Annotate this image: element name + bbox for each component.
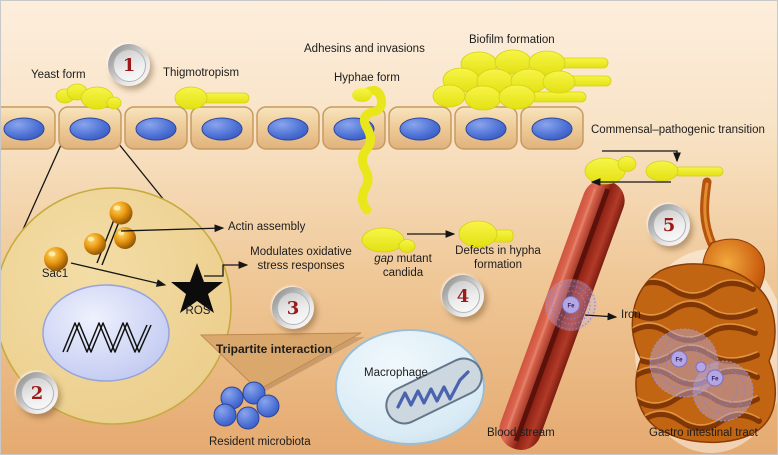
yeast-form-label: Yeast form: [31, 69, 86, 81]
gi-atoms-icon: Fe Fe: [649, 328, 754, 422]
hyphae-form-label: Hyphae form: [334, 72, 400, 84]
step-badge-1: 1: [108, 44, 150, 86]
step-badge-3: 3: [272, 287, 314, 329]
step-number-1: 1: [112, 48, 146, 82]
defects-label: Defects in hypha formation: [455, 245, 541, 271]
gi-tract-icon: Fe Fe: [631, 177, 777, 453]
fe-atom-label: Fe: [675, 358, 683, 364]
ros-star-icon: [171, 263, 223, 313]
epithelial-nuclei: [3, 117, 573, 141]
resident-microbiota-label: Resident microbiota: [209, 436, 311, 448]
fe-atom-label: Fe: [567, 304, 575, 310]
hypha-squiggle-icon: [352, 86, 387, 215]
actin-assembly-label: Actin assembly: [228, 221, 306, 233]
transition-arrows: [590, 150, 681, 186]
oxidative-stress-label: Modulates oxidative stress responses: [250, 246, 352, 272]
thigmotropism-label: Thigmotropism: [163, 67, 240, 79]
adhesins-label: Adhesins and invasions: [304, 43, 425, 55]
iron-label: Iron: [621, 309, 641, 321]
tripartite-triangle: [199, 332, 365, 393]
step-number-5: 5: [652, 208, 686, 242]
step-badge-2: 2: [16, 372, 58, 414]
sac1-label: Sac1: [41, 268, 69, 280]
gap-mutant-icon: [361, 227, 416, 253]
gap-mutant-label: gap mutant candida: [365, 253, 441, 281]
tripartite-label: Tripartite interaction: [216, 342, 333, 356]
step-number-2: 2: [20, 376, 54, 410]
vesicle-icons: [44, 201, 136, 271]
step-badge-5: 5: [648, 204, 690, 246]
commensal-transition-label: Commensal–pathogenic transition: [591, 124, 765, 136]
cell-nucleus: [42, 284, 170, 382]
resident-microbiota-icon: [213, 381, 280, 430]
step-number-3: 3: [276, 291, 310, 325]
iron-atom-icon: Fe: [545, 279, 597, 331]
gap-word: gap: [374, 253, 394, 265]
iron-arrow: [584, 312, 618, 321]
epithelium-layer: [1, 106, 584, 150]
biofilm-icon: [432, 49, 612, 111]
thigmotropism-icon: [174, 86, 250, 110]
gastro-label: Gastro intestinal tract: [649, 427, 758, 439]
gap-rest: mutant candida: [382, 253, 432, 279]
yeast-form-icons: [55, 83, 122, 110]
commensal-hypha-icon: [645, 160, 724, 182]
defect-hypha-icon: [458, 220, 514, 248]
macrophage-icon: [335, 329, 485, 445]
ros-label: ROS: [185, 305, 211, 317]
blood-vessel-icon: [499, 180, 625, 450]
dna-squiggle-icon: [62, 322, 152, 353]
biofilm-label: Biofilm formation: [469, 34, 555, 46]
step-badge-4: 4: [442, 275, 484, 317]
fe-atom-label: Fe: [711, 377, 719, 383]
commensal-yeast-icon: [584, 156, 637, 185]
macrophage-label: Macrophage: [364, 367, 428, 379]
blood-stream-label: Blood stream: [487, 427, 555, 439]
cell-arrows: [70, 224, 249, 287]
step-number-4: 4: [446, 279, 480, 313]
enlarged-cell: [1, 187, 249, 425]
